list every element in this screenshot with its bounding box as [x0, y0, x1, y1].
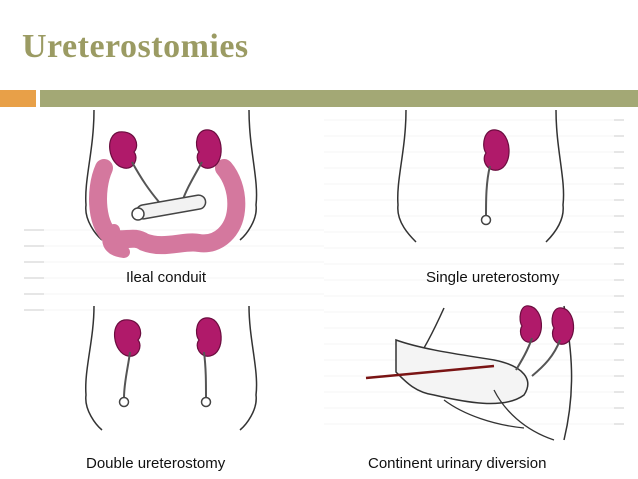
accent-bar-orange — [0, 90, 36, 107]
right-kidney-icon — [551, 307, 575, 345]
caption-continent-urinary-diversion: Continent urinary diversion — [368, 455, 546, 472]
panel-double-ureterostomy: Double ureterostomy — [84, 305, 258, 472]
left-stoma-icon — [118, 396, 130, 408]
left-kidney-icon — [519, 305, 542, 343]
ureterostomy-illustration: Ileal conduit Single ureterostomy Double… — [24, 110, 638, 479]
right-stoma-icon — [200, 396, 212, 408]
caption-ileal-conduit: Ileal conduit — [126, 269, 207, 286]
panel-ileal-conduit: Ileal conduit — [84, 110, 258, 286]
left-kidney-icon — [114, 319, 142, 357]
right-kidney-icon — [195, 317, 222, 357]
caption-single-ureterostomy: Single ureterostomy — [426, 269, 560, 286]
catheter-line — [365, 364, 495, 380]
continent-pouch-shape — [395, 338, 529, 405]
caption-double-ureterostomy: Double ureterostomy — [86, 455, 226, 472]
colon-shape — [89, 159, 246, 255]
stoma-icon — [131, 207, 145, 221]
kidney-icon — [483, 129, 510, 171]
stoma-icon — [480, 214, 492, 226]
left-kidney-icon — [109, 131, 138, 169]
panel-continent-urinary-diversion: Continent urinary diversion — [365, 305, 575, 472]
panel-single-ureterostomy: Single ureterostomy — [396, 110, 565, 286]
accent-bar-olive — [40, 90, 638, 107]
right-kidney-icon — [195, 129, 222, 169]
slide-title: Ureterostomies — [22, 28, 249, 65]
